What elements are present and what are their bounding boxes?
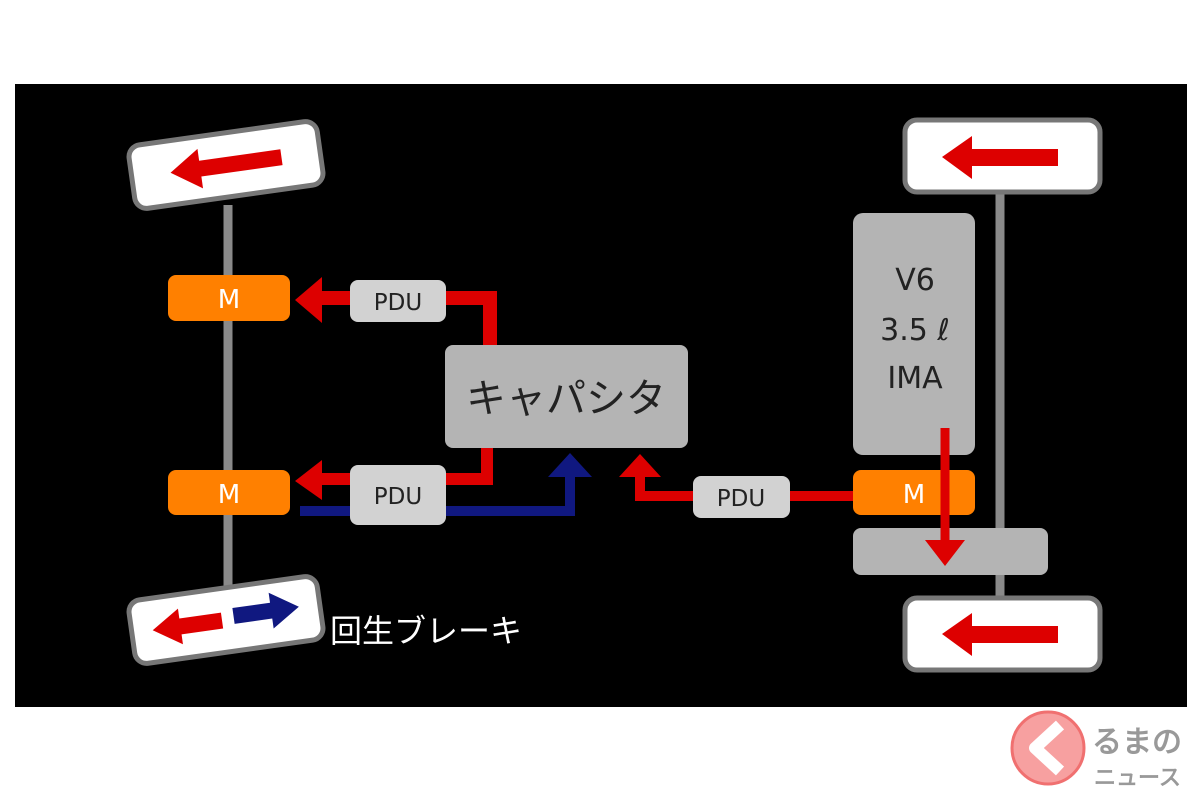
pdu-front-left: PDU bbox=[350, 280, 446, 322]
svg-text:PDU: PDU bbox=[717, 486, 765, 512]
svg-text:M: M bbox=[903, 480, 925, 510]
motor-front-left: M bbox=[168, 275, 290, 321]
svg-text:るまの: るまの bbox=[1092, 725, 1182, 760]
engine-label-line1: V6 bbox=[895, 263, 935, 298]
rear-left-wheel bbox=[126, 574, 326, 666]
arrowhead-icon bbox=[548, 453, 592, 477]
engine-label-line2: 3.5 ℓ bbox=[880, 313, 950, 348]
regen-arrow-icon bbox=[232, 592, 299, 629]
front-left-wheel bbox=[126, 119, 326, 211]
svg-text:PDU: PDU bbox=[374, 484, 422, 510]
rear-right-wheel bbox=[902, 595, 1103, 673]
capacitor-label: キャパシタ bbox=[466, 376, 666, 422]
pdu-rear-left: PDU bbox=[350, 465, 446, 525]
svg-text:M: M bbox=[218, 480, 240, 510]
drive-arrow-icon bbox=[942, 613, 1058, 656]
capacitor-box bbox=[445, 345, 688, 448]
svg-text:M: M bbox=[218, 285, 240, 315]
regen-brake-label: 回生ブレーキ bbox=[330, 612, 522, 650]
svg-text:PDU: PDU bbox=[374, 290, 422, 316]
drive-arrow-icon bbox=[942, 136, 1058, 179]
drive-arrow-icon bbox=[152, 608, 224, 645]
arrowhead-icon bbox=[925, 540, 965, 566]
engine-box bbox=[853, 213, 975, 455]
svg-text:ニュース: ニュース bbox=[1094, 766, 1181, 791]
engine-label-line3: IMA bbox=[887, 361, 943, 396]
kurumanonews-logo: るまの ニュース bbox=[1010, 710, 1182, 791]
front-right-wheel bbox=[902, 117, 1103, 195]
motor-engine: M bbox=[853, 470, 975, 515]
arrowhead-icon bbox=[295, 460, 322, 500]
arrowhead-icon bbox=[619, 454, 661, 477]
arrowhead-icon bbox=[295, 277, 322, 323]
drive-arrow-icon bbox=[170, 148, 283, 189]
motor-rear-left: M bbox=[168, 470, 290, 515]
pdu-rear: PDU bbox=[693, 476, 790, 518]
